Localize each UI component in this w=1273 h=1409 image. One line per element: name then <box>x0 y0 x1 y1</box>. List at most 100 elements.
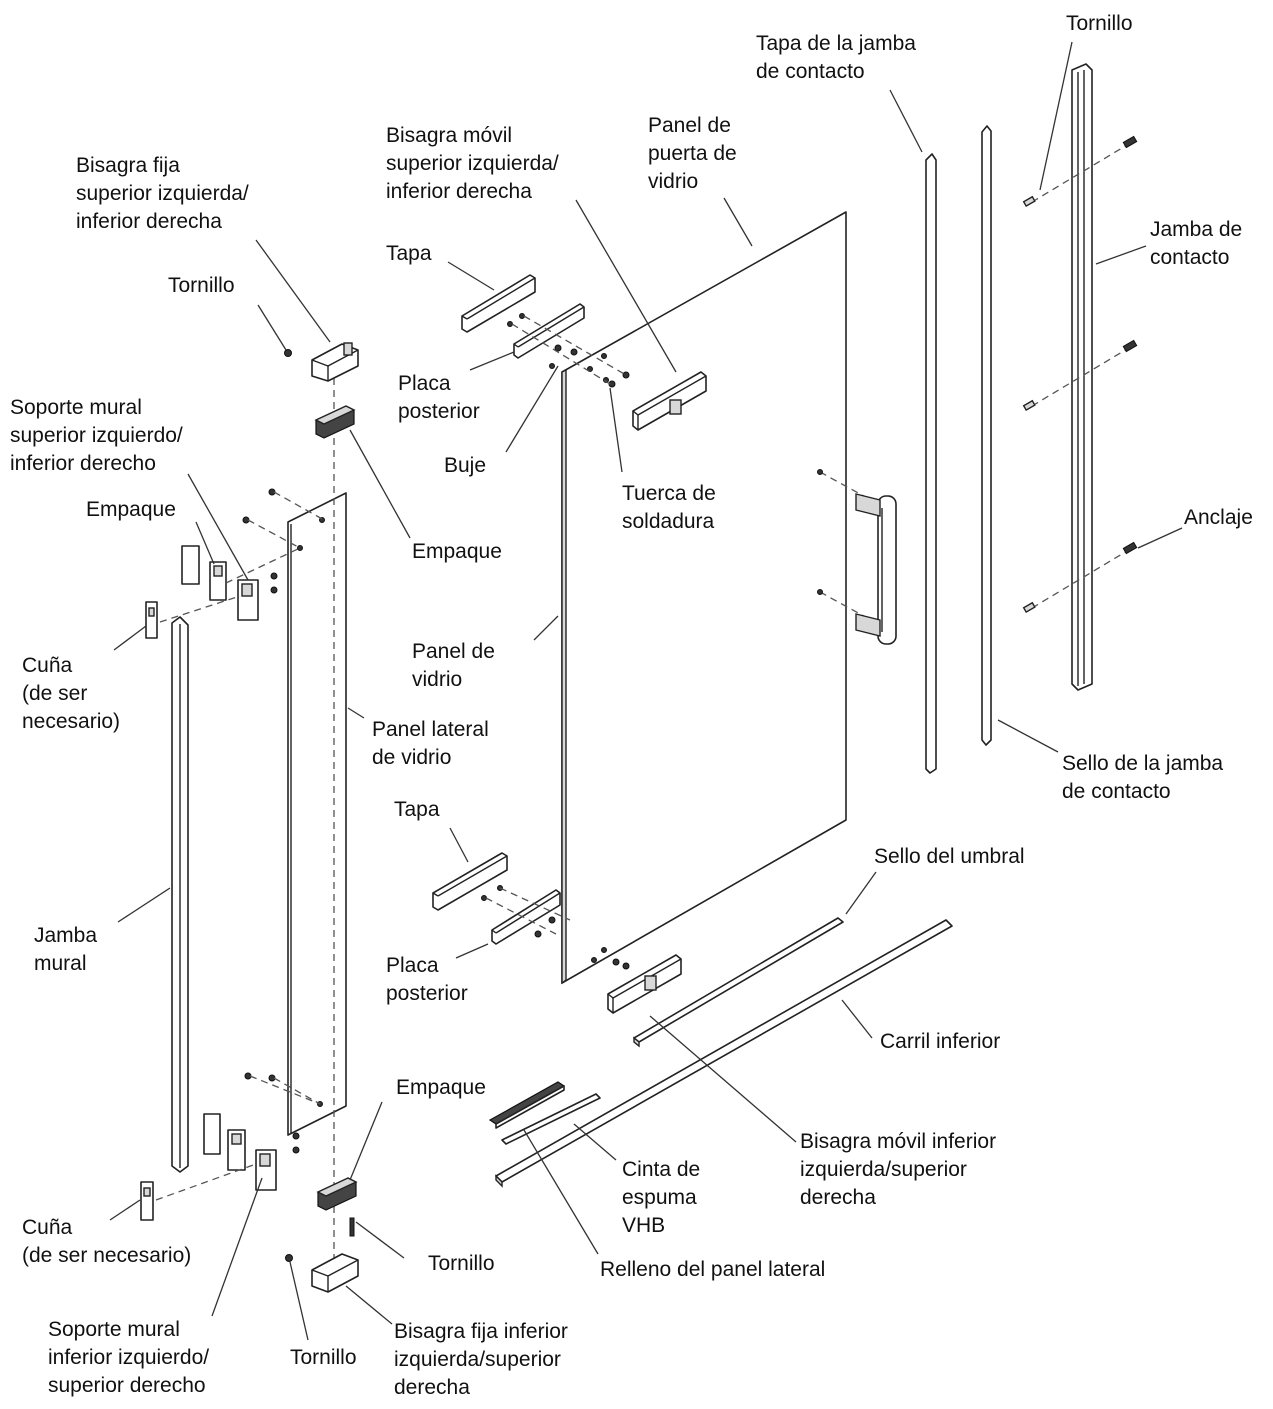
top-wall-bracket-assembly <box>145 488 325 639</box>
label-line: superior izquierdo/ <box>10 424 183 447</box>
label-line: superior derecho <box>48 1374 206 1397</box>
label-panel-vidrio: Panel de vidrio <box>412 638 495 694</box>
label-line: posterior <box>398 400 480 423</box>
label-line: derecha <box>394 1376 470 1399</box>
leader-lines <box>109 41 1183 1341</box>
label-line: inferior derecha <box>386 180 532 203</box>
bottom-hinge-screw-vertical <box>349 1217 355 1237</box>
label-cuna-top: Cuña (de ser necesario) <box>22 652 120 736</box>
label-empaque-left: Empaque <box>86 498 176 521</box>
label-placa-posterior-top: Placa posterior <box>398 370 480 426</box>
label-line: mural <box>34 952 87 975</box>
strike-jamb <box>1022 63 1138 691</box>
label-sello-jamba-contacto: Sello de la jamba de contacto <box>1062 750 1223 806</box>
label-line: Cuña <box>22 1216 73 1239</box>
label-sello-umbral: Sello del umbral <box>874 845 1025 868</box>
label-anclaje: Anclaje <box>1184 506 1253 529</box>
bottom-cap <box>432 852 508 911</box>
label-line: derecha <box>800 1186 876 1209</box>
label-line: Bisagra móvil inferior <box>800 1130 997 1153</box>
label-line: de contacto <box>756 60 865 83</box>
label-line: Bisagra fija <box>76 154 180 177</box>
label-line: inferior derecha <box>76 210 222 233</box>
label-tapa-top: Tapa <box>386 242 432 265</box>
label-line: necesario) <box>22 710 121 733</box>
bottom-wall-bracket-assembly <box>140 1072 323 1221</box>
label-cinta-espuma: Cinta de espuma VHB <box>622 1156 700 1240</box>
label-empaque-bottom: Empaque <box>396 1076 486 1099</box>
label-tuerca-soldadura: Tuerca de soldadura <box>622 480 716 536</box>
label-tornillo-bottom-center: Tornillo <box>428 1252 495 1275</box>
bottom-rail <box>495 919 953 1188</box>
label-bisagra-movil-superior: Bisagra móvil superior izquierda/ inferi… <box>386 122 559 206</box>
label-jamba-contacto: Jamba de contacto <box>1150 216 1242 272</box>
side-panel-filler <box>488 1081 566 1129</box>
wall-jamb <box>171 616 189 1173</box>
label-placa-posterior-bottom: Placa posterior <box>386 952 468 1008</box>
top-back-plate <box>507 303 627 385</box>
label-line: inferior derecho <box>10 452 156 475</box>
label-cuna-bottom: Cuña (de ser necesario) <box>22 1214 191 1270</box>
label-line: Jamba <box>34 924 98 947</box>
label-empaque-center: Empaque <box>412 540 502 563</box>
label-line: Tapa de la jamba <box>756 32 916 55</box>
label-line: vidrio <box>648 170 699 193</box>
bottom-hinge-gasket <box>316 1177 358 1211</box>
bottom-moving-hinge <box>591 947 682 1014</box>
label-tapa-bottom: Tapa <box>394 798 440 821</box>
label-bisagra-movil-inferior: Bisagra móvil inferior izquierda/superio… <box>800 1128 996 1212</box>
label-line: de vidrio <box>372 746 452 769</box>
label-line: Soporte mural <box>10 396 142 419</box>
label-line: (de ser <box>22 682 88 705</box>
label-soporte-mural-superior: Soporte mural superior izquierdo/ inferi… <box>10 394 183 478</box>
bottom-back-plate <box>481 885 571 945</box>
strike-jamb-cap <box>925 153 937 774</box>
strike-jamb-seal <box>981 125 992 746</box>
label-line: Bisagra móvil <box>386 124 513 147</box>
label-line: VHB <box>622 1214 666 1237</box>
glass-door-panel <box>561 211 847 985</box>
label-line: superior izquierda/ <box>76 182 249 205</box>
label-line: izquierda/superior <box>394 1348 561 1371</box>
vhb-foam-tape <box>501 1093 601 1145</box>
label-line: puerta de <box>648 142 737 165</box>
label-panel-puerta-vidrio: Panel de puerta de vidrio <box>648 112 737 196</box>
top-fixed-hinge <box>311 342 359 382</box>
label-line: espuma <box>622 1186 697 1209</box>
label-line: inferior izquierdo/ <box>48 1346 210 1369</box>
label-carril-inferior: Carril inferior <box>880 1030 1001 1053</box>
bottom-fixed-hinge <box>311 1253 359 1293</box>
label-line: Soporte mural <box>48 1318 180 1341</box>
label-buje: Buje <box>444 454 487 477</box>
label-line: (de ser necesario) <box>22 1244 192 1267</box>
label-bisagra-fija-superior: Bisagra fija superior izquierda/ inferio… <box>76 152 249 236</box>
label-line: Jamba de <box>1150 218 1243 241</box>
label-line: Placa <box>398 372 451 395</box>
label-panel-lateral-vidrio: Panel lateral de vidrio <box>372 716 489 772</box>
label-relleno-panel-lateral: Relleno del panel lateral <box>600 1258 826 1281</box>
top-cap <box>461 274 536 333</box>
door-handle <box>817 469 897 645</box>
label-line: Cuña <box>22 654 73 677</box>
threshold-seal <box>633 917 844 1048</box>
label-line: Panel lateral <box>372 718 489 741</box>
label-soporte-mural-inferior: Soporte mural inferior izquierdo/ superi… <box>48 1316 209 1400</box>
label-line: posterior <box>386 982 468 1005</box>
top-hinge-screw <box>284 349 292 357</box>
bottom-hinge-screw-left <box>285 1254 293 1262</box>
label-line: izquierda/superior <box>800 1158 967 1181</box>
label-line: Bisagra fija inferior <box>394 1320 568 1343</box>
label-line: Placa <box>386 954 439 977</box>
label-line: Sello de la jamba <box>1062 752 1224 775</box>
label-line: soldadura <box>622 510 715 533</box>
label-line: superior izquierda/ <box>386 152 559 175</box>
label-line: vidrio <box>412 668 463 691</box>
label-line: Tuerca de <box>622 482 716 505</box>
label-line: Cinta de <box>622 1158 701 1181</box>
label-line: Panel de <box>648 114 731 137</box>
label-tornillo-top-right: Tornillo <box>1066 12 1133 35</box>
label-line: de contacto <box>1062 780 1171 803</box>
label-tornillo-bottom-left: Tornillo <box>290 1346 357 1369</box>
